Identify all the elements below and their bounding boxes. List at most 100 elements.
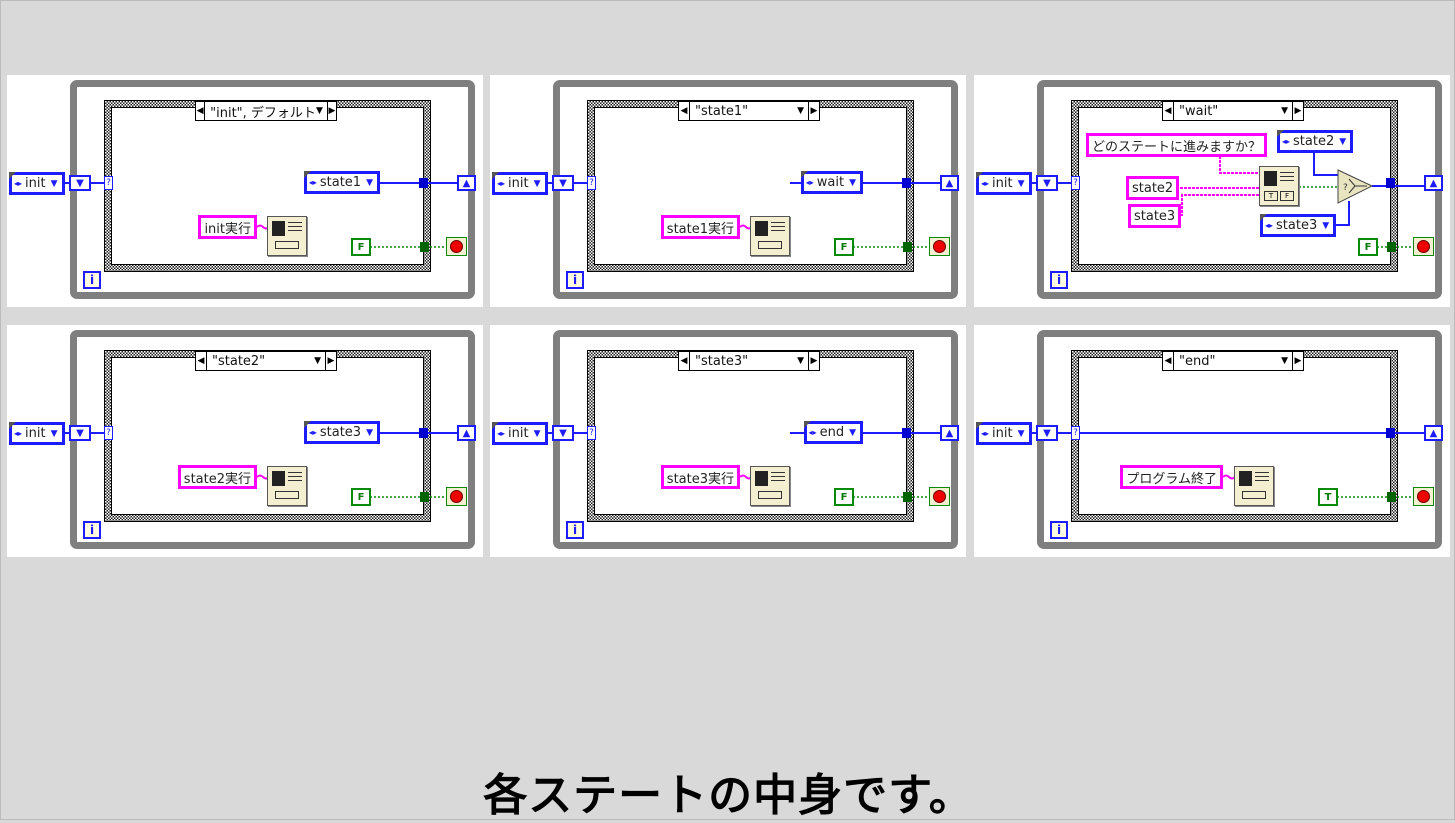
dropdown-icon[interactable]: ▼: [1281, 356, 1288, 366]
stop-condition-terminal[interactable]: [446, 237, 467, 256]
boolean-output-tunnel[interactable]: [903, 492, 912, 502]
enum-value: state3: [319, 425, 362, 440]
boolean-constant[interactable]: F: [1358, 238, 1378, 256]
next-case-icon[interactable]: ▶: [1292, 102, 1303, 120]
initial-state-enum-constant[interactable]: ◂▸init▼: [976, 422, 1032, 445]
stop-condition-terminal[interactable]: [929, 237, 950, 256]
next-case-icon[interactable]: ▶: [808, 352, 819, 370]
case-selector-terminal[interactable]: ?: [587, 176, 596, 190]
enum-output-tunnel[interactable]: [419, 428, 428, 438]
prev-case-icon[interactable]: ◀: [1163, 352, 1174, 370]
message-string-constant[interactable]: プログラム終了: [1120, 465, 1223, 489]
message-string-constant[interactable]: init実行: [198, 215, 257, 239]
enum-output-tunnel[interactable]: [1386, 178, 1395, 188]
boolean-constant[interactable]: F: [351, 238, 371, 256]
shift-register-right[interactable]: ▲: [940, 425, 959, 441]
next-case-icon[interactable]: ▶: [326, 102, 336, 120]
shift-register-left[interactable]: ▼: [1036, 425, 1058, 441]
next-case-icon[interactable]: ▶: [808, 102, 819, 120]
shift-register-right[interactable]: ▲: [1424, 175, 1443, 191]
dialog-function-icon[interactable]: [267, 466, 307, 506]
initial-state-enum-constant[interactable]: ◂▸init▼: [492, 422, 548, 445]
shift-register-left[interactable]: ▼: [69, 425, 91, 441]
prev-case-icon[interactable]: ◀: [679, 102, 690, 120]
shift-register-right[interactable]: ▲: [457, 425, 476, 441]
message-string-constant[interactable]: state3実行: [660, 465, 740, 489]
enum-output-tunnel[interactable]: [1386, 428, 1395, 438]
dropdown-icon[interactable]: ▼: [1281, 106, 1288, 116]
case-selector-label[interactable]: ◀"end"▼▶: [1162, 351, 1304, 371]
prev-case-icon[interactable]: ◀: [679, 352, 690, 370]
stop-condition-terminal[interactable]: [1413, 237, 1434, 256]
dialog-function-icon[interactable]: [750, 466, 790, 506]
true-state-enum-constant[interactable]: ◂▸state2▼: [1277, 130, 1354, 153]
case-selector-terminal[interactable]: ?: [1071, 176, 1080, 190]
prev-case-icon[interactable]: ◀: [196, 352, 207, 370]
shift-register-left[interactable]: ▼: [552, 425, 574, 441]
dialog-function-icon[interactable]: [750, 216, 790, 256]
boolean-constant[interactable]: F: [834, 488, 854, 506]
initial-state-enum-constant[interactable]: ◂▸init▼: [976, 172, 1032, 195]
enum-value: init: [992, 426, 1013, 441]
case-selector-terminal[interactable]: ?: [104, 176, 113, 190]
text-lines-icon: [1255, 472, 1269, 484]
boolean-constant[interactable]: T: [1318, 488, 1338, 506]
dropdown-icon[interactable]: ▼: [797, 356, 804, 366]
prev-case-icon[interactable]: ◀: [1163, 102, 1174, 120]
prompt-string-constant[interactable]: どのステートに進みますか？: [1086, 133, 1268, 157]
case-name: "state1": [695, 103, 749, 119]
false-state-enum-constant[interactable]: ◂▸state3▼: [1260, 214, 1337, 237]
boolean-output-tunnel[interactable]: [420, 242, 429, 252]
boolean-output-tunnel[interactable]: [420, 492, 429, 502]
next-state-enum-constant[interactable]: ◂▸end▼: [803, 421, 863, 444]
case-selector-label[interactable]: ◀"wait"▼▶: [1162, 101, 1304, 121]
stop-condition-terminal[interactable]: [1413, 487, 1434, 506]
shift-register-right[interactable]: ▲: [1424, 425, 1443, 441]
initial-state-enum-constant[interactable]: ◂▸init▼: [9, 422, 65, 445]
enum-output-tunnel[interactable]: [902, 428, 911, 438]
initial-state-enum-constant[interactable]: ◂▸init▼: [492, 172, 548, 195]
case-selector-label[interactable]: ◀ "state1" ▼ ▶: [678, 101, 820, 121]
enum-arrows-icon: ◂▸: [497, 429, 506, 438]
dropdown-icon[interactable]: ▼: [315, 106, 323, 116]
case-selector-terminal[interactable]: ?: [587, 426, 596, 440]
shift-register-left[interactable]: ▼: [552, 175, 574, 191]
shift-register-right[interactable]: ▲: [457, 175, 476, 191]
button-glyph: [758, 241, 782, 249]
dropdown-icon[interactable]: ▼: [314, 356, 321, 366]
dropdown-icon[interactable]: ▼: [797, 106, 804, 116]
shift-register-right[interactable]: ▲: [940, 175, 959, 191]
stop-condition-terminal[interactable]: [929, 487, 950, 506]
message-string-constant[interactable]: state2実行: [177, 465, 257, 489]
initial-state-enum-constant[interactable]: ◂▸init▼: [9, 172, 65, 195]
stop-condition-terminal[interactable]: [446, 487, 467, 506]
select-function-icon[interactable]: ?: [1337, 169, 1373, 204]
enum-output-tunnel[interactable]: [902, 178, 911, 188]
false-button-label-constant[interactable]: state3: [1128, 204, 1182, 228]
boolean-constant[interactable]: F: [834, 238, 854, 256]
case-selector-terminal[interactable]: ?: [1071, 426, 1080, 440]
true-button-label-constant[interactable]: state2: [1126, 176, 1180, 200]
next-state-enum-constant[interactable]: ◂▸state3▼: [303, 421, 380, 444]
prev-case-icon[interactable]: ◀: [196, 102, 206, 120]
boolean-output-tunnel[interactable]: [1387, 242, 1396, 252]
next-state-enum-constant[interactable]: ◂▸wait▼: [800, 171, 863, 194]
next-state-enum-constant[interactable]: ◂▸state1▼: [303, 171, 380, 194]
case-selector-terminal[interactable]: ?: [104, 426, 113, 440]
shift-register-left[interactable]: ▼: [1036, 175, 1058, 191]
case-selector-label[interactable]: ◀"state3"▼▶: [678, 351, 820, 371]
dialog-function-icon[interactable]: [267, 216, 307, 256]
enum-output-tunnel[interactable]: [419, 178, 428, 188]
boolean-output-tunnel[interactable]: [1387, 492, 1396, 502]
shift-register-left[interactable]: ▼: [69, 175, 91, 191]
next-case-icon[interactable]: ▶: [325, 352, 336, 370]
boolean-constant[interactable]: F: [351, 488, 371, 506]
message-string-constant[interactable]: state1実行: [660, 215, 740, 239]
next-case-icon[interactable]: ▶: [1292, 352, 1303, 370]
case-selector-label[interactable]: ◀"state2"▼▶: [195, 351, 337, 371]
case-selector-label[interactable]: ◀"init", デフォルト▼▶: [195, 101, 337, 121]
dropdown-icon: ▼: [1339, 136, 1347, 147]
boolean-output-tunnel[interactable]: [903, 242, 912, 252]
dialog-function-icon[interactable]: [1234, 466, 1274, 506]
